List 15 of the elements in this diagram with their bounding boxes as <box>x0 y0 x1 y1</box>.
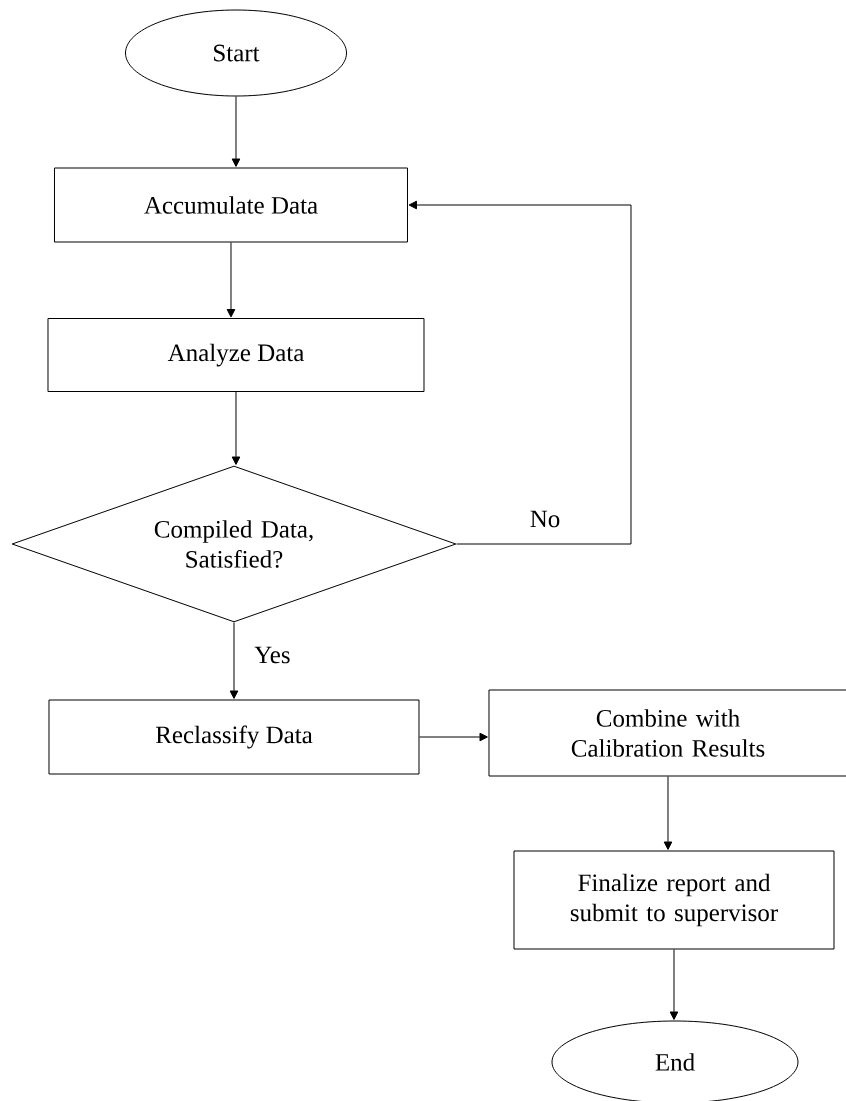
process-box: Analyze Data <box>47 318 425 392</box>
arrow <box>226 242 236 318</box>
process-box: Finalize report and submit to supervisor <box>513 850 835 950</box>
process-box: Reclassify Data <box>48 699 420 775</box>
arrow <box>669 949 679 1020</box>
edge-label: Yes <box>252 644 293 666</box>
edge-label: No <box>527 508 563 530</box>
process-box: Combine with Calibration Results <box>488 689 846 777</box>
arrow <box>419 732 488 742</box>
arrow <box>231 391 241 465</box>
process-box: Accumulate Data <box>54 167 408 243</box>
arrow <box>408 200 632 545</box>
arrow <box>231 96 241 167</box>
arrow <box>229 622 239 699</box>
arrow <box>663 776 673 850</box>
